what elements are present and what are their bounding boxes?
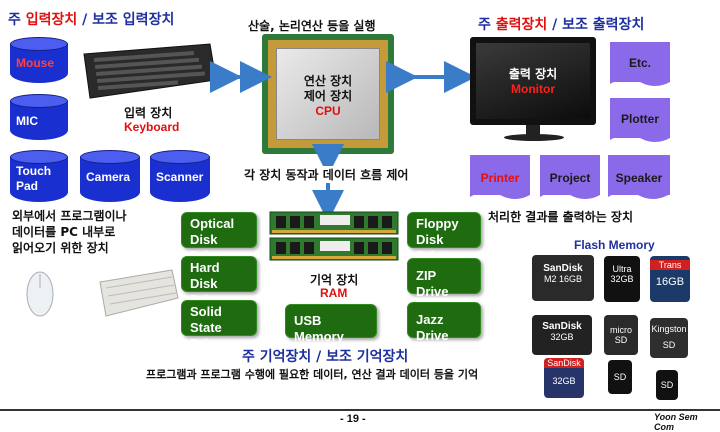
- mouse-keyboard-image: [26, 269, 179, 317]
- cpu-caption: 산술, 논리연산 등을 실행: [248, 19, 376, 33]
- monitor-label: 출력 장치: [508, 67, 558, 81]
- cylinder-mic: MIC: [10, 94, 68, 140]
- storage-hdd: Hard Disk Drive: [181, 256, 257, 307]
- output-description: 처리한 결과를 출력하는 장치: [488, 210, 634, 224]
- storage-optical: Optical Disk Drive: [181, 212, 257, 263]
- input-title: 주 입력장치 / 보조 입력장치: [8, 12, 175, 28]
- monitor-image: 출력 장치 Monitor: [470, 37, 596, 125]
- flash-title: Flash Memory: [574, 238, 655, 252]
- storage-usb: USB Memory: [285, 304, 377, 344]
- input-description: 외부에서 프로그램이나 데이터를 PC 내부로 읽어오기 위한 장치: [12, 209, 127, 255]
- output-etc: Etc.: [610, 42, 670, 82]
- cpu-name: CPU: [315, 104, 341, 118]
- flash-card-9: SD: [656, 370, 678, 400]
- monitor-neck: [526, 125, 540, 135]
- cylinder-scanner: Scanner: [150, 150, 210, 202]
- cpu-line2: 제어 장치: [303, 89, 353, 103]
- storage-jazz: Jazz Drive: [407, 302, 481, 343]
- output-printer: Printer: [470, 155, 530, 195]
- flash-card-5: micro SD: [604, 315, 638, 355]
- storage-title: 주 기억장치 / 보조 기억장치: [242, 349, 409, 365]
- ram-name: RAM: [320, 286, 348, 300]
- storage-zip: ZIP Drive: [407, 258, 481, 299]
- footer-line: [0, 409, 720, 411]
- output-title: 주 출력장치 / 보조 출력장치: [478, 17, 645, 33]
- output-speaker: Speaker: [608, 155, 670, 195]
- monitor-name: Monitor: [511, 82, 555, 96]
- cylinder-touchpad: Touch Pad: [10, 150, 68, 202]
- storage-description: 프로그램과 프로그램 수행에 필요한 데이터, 연산 결과 데이터 등을 기억: [146, 368, 479, 381]
- flash-card-8: SD: [608, 360, 632, 394]
- storage-floppy: Floppy Disk Drive: [407, 212, 481, 263]
- ram-image: [269, 211, 399, 261]
- keyboard-label: 입력 장치: [124, 106, 173, 120]
- cylinder-camera: Camera: [80, 150, 140, 202]
- ram-label: 기억 장치: [310, 273, 359, 287]
- cpu-line1: 연산 장치: [303, 74, 353, 88]
- keyboard-image: [83, 43, 217, 99]
- page-number: - 19 -: [340, 413, 366, 425]
- storage-ssd: Solid State Drive: [181, 300, 257, 351]
- footer-brand: Yoon Sem Com: [654, 412, 698, 432]
- cpu-control-caption: 각 장치 동작과 데이터 흐름 제어: [244, 166, 409, 183]
- monitor-stand: [504, 134, 564, 141]
- cylinder-mouse: Mouse: [10, 37, 68, 83]
- output-plotter: Plotter: [610, 98, 670, 138]
- output-project: Project: [540, 155, 600, 195]
- cpu-chip: 연산 장치 제어 장치 CPU: [262, 34, 394, 154]
- keyboard-name: Keyboard: [124, 120, 180, 134]
